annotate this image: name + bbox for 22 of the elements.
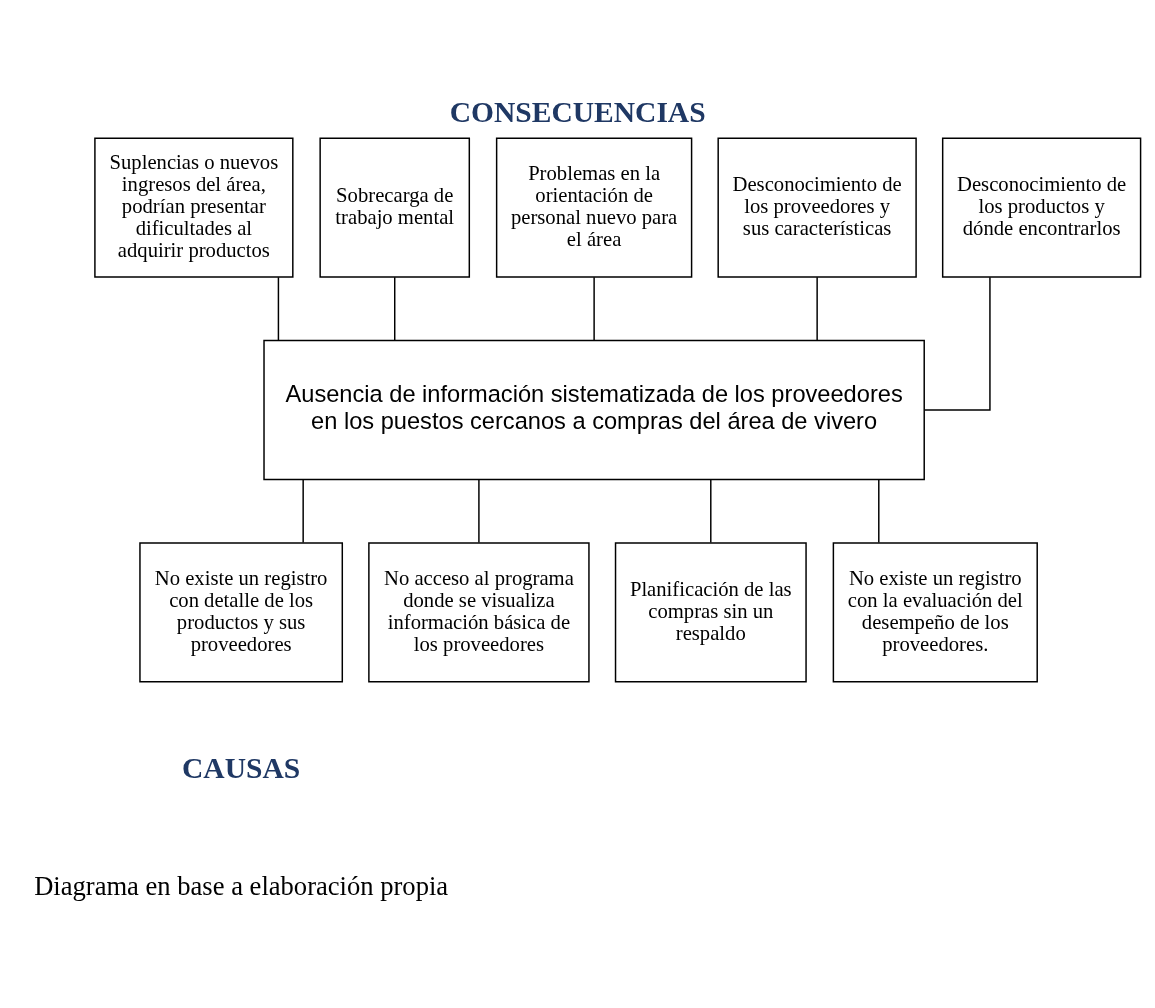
connector	[302, 478, 304, 543]
connector	[478, 478, 480, 543]
connector	[710, 478, 712, 543]
node-box: Planificación de las compras sin un respaldo	[614, 541, 807, 682]
node-box: Sobrecarga de trabajo mental	[319, 137, 471, 278]
connector	[277, 276, 280, 341]
node-box: No acceso al programa donde se visualiza información básica de los proveedores	[368, 541, 590, 682]
connector	[593, 276, 595, 341]
node-box: Ausencia de información sistematizada de los proveedores en los puestos cercanos a compras del área de vivero	[263, 339, 925, 480]
node-box: No existe un registro con detalle de los productos y sus proveedores	[139, 541, 344, 682]
connector	[816, 276, 818, 341]
diagram-title: CONSECUENCIAS	[449, 95, 706, 128]
node-box: Problemas en la orientación de personal nuevo para el área	[495, 137, 693, 278]
caption: Diagrama en base a elaboración propia	[34, 870, 449, 901]
node-box: Desconocimiento de los productos y dónde encontrarlos	[941, 137, 1142, 278]
node-box: No existe un registro con la evaluación del desempeño de los proveedores.	[832, 541, 1038, 682]
connector	[923, 276, 991, 411]
node-box: Suplencias o nuevos ingresos del área, podrían presentar dificultades al adquirir productos	[94, 137, 294, 278]
connector	[394, 276, 396, 341]
connector	[878, 478, 880, 543]
label: CAUSAS	[182, 751, 301, 784]
node-box: Desconocimiento de los proveedores y sus características	[717, 137, 917, 278]
